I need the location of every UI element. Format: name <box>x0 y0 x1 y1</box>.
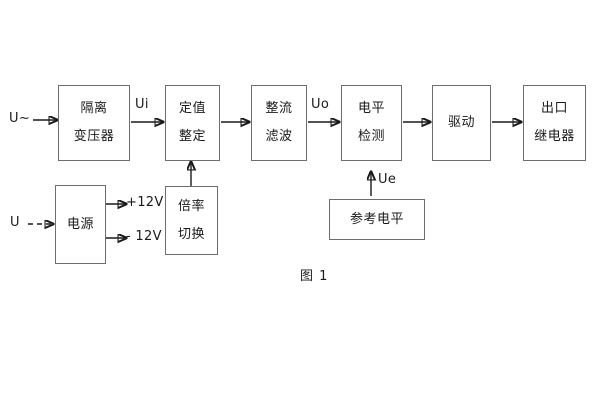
label-ue: Ue <box>378 172 397 187</box>
block-isolation-transformer-line2: 变压器 <box>73 129 115 144</box>
block-level-detect-line1: 电平 <box>357 101 385 117</box>
block-reference-level-line1: 参考电平 <box>349 211 404 227</box>
label-ui: Ui <box>135 97 149 112</box>
label-uo: Uo <box>311 97 330 112</box>
label-rail-positive: +12V <box>126 195 164 210</box>
block-setting-value-line1: 定值 <box>178 101 206 117</box>
block-rectify-filter[interactable]: 整流 滤波 <box>251 85 307 161</box>
block-setting-value-line2: 整定 <box>178 129 206 144</box>
block-level-detect-line2: 检测 <box>357 129 385 144</box>
block-isolation-transformer-line1: 隔离 <box>80 101 108 117</box>
block-isolation-transformer[interactable]: 隔离 变压器 <box>58 85 130 161</box>
block-output-relay-line2: 继电器 <box>534 129 575 144</box>
block-power-supply[interactable]: 电源 <box>55 185 106 264</box>
label-input-ac: U~ <box>9 111 31 126</box>
block-drive[interactable]: 驱动 <box>432 85 491 161</box>
figure-caption: 图 1 <box>300 269 329 284</box>
block-level-detect[interactable]: 电平 检测 <box>341 85 402 161</box>
block-power-supply-line1: 电源 <box>66 216 94 232</box>
block-output-relay[interactable]: 出口 继电器 <box>523 85 586 161</box>
block-ratio-switch-line2: 切换 <box>177 226 205 242</box>
block-rectify-filter-line1: 整流 <box>265 101 293 117</box>
block-ratio-switch[interactable]: 倍率 切换 <box>165 186 218 255</box>
block-reference-level[interactable]: 参考电平 <box>329 199 425 240</box>
block-drive-line1: 驱动 <box>447 115 475 131</box>
block-ratio-switch-line1: 倍率 <box>177 198 205 214</box>
block-output-relay-line1: 出口 <box>540 101 568 117</box>
block-setting-value[interactable]: 定值 整定 <box>165 85 220 161</box>
label-input-dc: U <box>10 215 20 230</box>
label-rail-negative: - 12V <box>126 229 162 244</box>
block-rectify-filter-line2: 滤波 <box>265 129 293 144</box>
